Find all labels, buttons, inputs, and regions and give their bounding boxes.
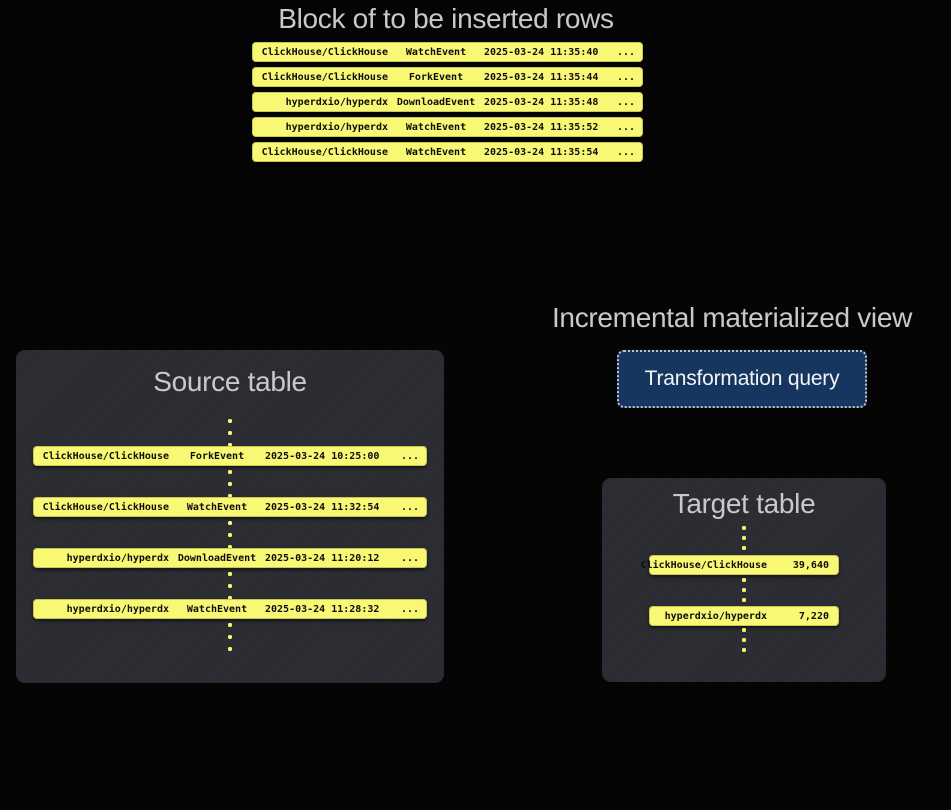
row-event: WatchEvent [186, 501, 248, 513]
ellipsis-dots [742, 578, 746, 602]
row-ellipsis: ... [400, 603, 419, 615]
row-event: ForkEvent [408, 71, 464, 83]
table-row: ClickHouse/ClickHouse WatchEvent 2025-03… [252, 42, 643, 62]
row-repo: hyperdxio/hyperdx [66, 552, 169, 564]
ellipsis-dots [228, 521, 232, 549]
table-row: ClickHouse/ClickHouse ForkEvent 2025-03-… [252, 67, 643, 87]
row-ellipsis: ... [616, 46, 635, 58]
table-row: hyperdxio/hyperdx 7,220 [649, 606, 839, 626]
ellipsis-dots [742, 526, 746, 550]
row-timestamp: 2025-03-24 11:35:52 [484, 121, 599, 133]
row-timestamp: 2025-03-24 11:35:44 [484, 71, 599, 83]
row-timestamp: 2025-03-24 11:20:12 [265, 552, 380, 564]
ellipsis-dots [228, 470, 232, 498]
row-ellipsis: ... [616, 96, 635, 108]
table-row: hyperdxio/hyperdx WatchEvent 2025-03-24 … [33, 599, 427, 619]
row-event: DownloadEvent [396, 96, 476, 108]
row-repo: ClickHouse/ClickHouse [640, 559, 767, 571]
ellipsis-dots [228, 419, 232, 447]
row-repo: ClickHouse/ClickHouse [261, 46, 388, 58]
table-row: ClickHouse/ClickHouse WatchEvent 2025-03… [33, 497, 427, 517]
transformation-query-button[interactable]: Transformation query [617, 350, 867, 408]
row-timestamp: 2025-03-24 11:35:48 [484, 96, 599, 108]
target-table-title: Target table [672, 488, 816, 519]
insert-block-rows: ClickHouse/ClickHouse WatchEvent 2025-03… [252, 42, 643, 167]
materialized-view-title: Incremental materialized view [551, 302, 913, 333]
row-event: WatchEvent [405, 121, 467, 133]
table-row: ClickHouse/ClickHouse WatchEvent 2025-03… [252, 142, 643, 162]
row-event: WatchEvent [186, 603, 248, 615]
row-ellipsis: ... [400, 501, 419, 513]
row-repo: hyperdxio/hyperdx [664, 610, 767, 622]
row-count: 7,220 [798, 610, 829, 622]
source-table-card: Source table ClickHouse/ClickHouse ForkE… [16, 350, 444, 683]
row-timestamp: 2025-03-24 11:35:40 [484, 46, 599, 58]
row-repo: hyperdxio/hyperdx [285, 121, 388, 133]
row-timestamp: 2025-03-24 10:25:00 [265, 450, 380, 462]
row-ellipsis: ... [616, 146, 635, 158]
row-timestamp: 2025-03-24 11:28:32 [265, 603, 380, 615]
row-timestamp: 2025-03-24 11:35:54 [484, 146, 599, 158]
table-row: hyperdxio/hyperdx DownloadEvent 2025-03-… [252, 92, 643, 112]
row-repo: ClickHouse/ClickHouse [42, 450, 169, 462]
row-ellipsis: ... [400, 450, 419, 462]
row-ellipsis: ... [616, 121, 635, 133]
row-event: DownloadEvent [177, 552, 257, 564]
row-repo: ClickHouse/ClickHouse [261, 146, 388, 158]
target-table-card: Target table ClickHouse/ClickHouse 39,64… [602, 478, 886, 682]
row-event: WatchEvent [405, 46, 467, 58]
ellipsis-dots [228, 623, 232, 651]
row-ellipsis: ... [400, 552, 419, 564]
ellipsis-dots [228, 572, 232, 600]
row-repo: ClickHouse/ClickHouse [261, 71, 388, 83]
row-repo: ClickHouse/ClickHouse [42, 501, 169, 513]
insert-block-title: Block of to be inserted rows [278, 3, 614, 34]
table-row: ClickHouse/ClickHouse 39,640 [641, 555, 839, 575]
row-event: ForkEvent [189, 450, 245, 462]
ellipsis-dots [742, 628, 746, 652]
row-timestamp: 2025-03-24 11:32:54 [265, 501, 380, 513]
row-event: WatchEvent [405, 146, 467, 158]
row-repo: hyperdxio/hyperdx [66, 603, 169, 615]
row-count: 39,640 [792, 559, 829, 571]
row-ellipsis: ... [616, 71, 635, 83]
table-row: ClickHouse/ClickHouse ForkEvent 2025-03-… [33, 446, 427, 466]
table-row: hyperdxio/hyperdx WatchEvent 2025-03-24 … [252, 117, 643, 137]
source-table-title: Source table [153, 366, 307, 397]
row-repo: hyperdxio/hyperdx [285, 96, 388, 108]
table-row: hyperdxio/hyperdx DownloadEvent 2025-03-… [33, 548, 427, 568]
